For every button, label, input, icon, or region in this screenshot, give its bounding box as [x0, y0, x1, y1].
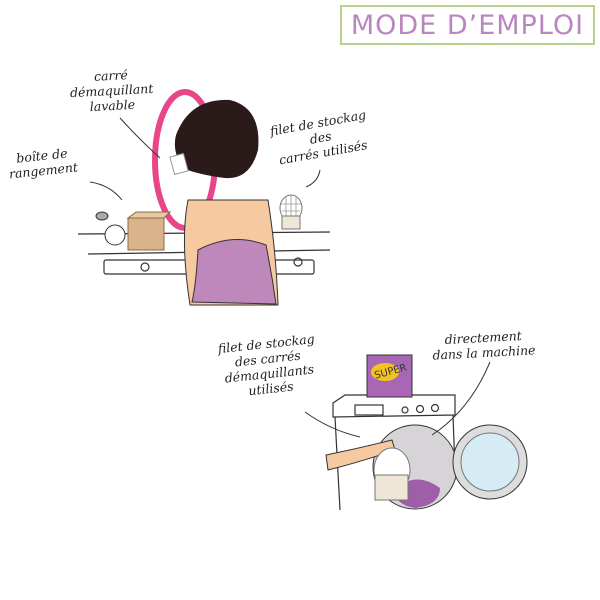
mode-emploi-title: MODE D’EMPLOI	[340, 5, 595, 45]
storage-box	[126, 211, 172, 251]
title-text: MODE D’EMPLOI	[350, 9, 585, 41]
detergent-box: SUPER	[366, 354, 413, 398]
laundry-net	[373, 447, 411, 501]
machine-door	[452, 424, 528, 500]
label-makeup-pad: carré démaquillant lavable	[69, 66, 155, 115]
perfume-bottle	[95, 211, 126, 246]
storage-net-jar	[279, 194, 303, 230]
label-laundry-net: filet de stockag des carrés démaquillant…	[217, 331, 320, 401]
washing-machine	[332, 394, 456, 511]
label-machine: directement dans la machine	[431, 327, 536, 363]
woman	[169, 99, 279, 306]
